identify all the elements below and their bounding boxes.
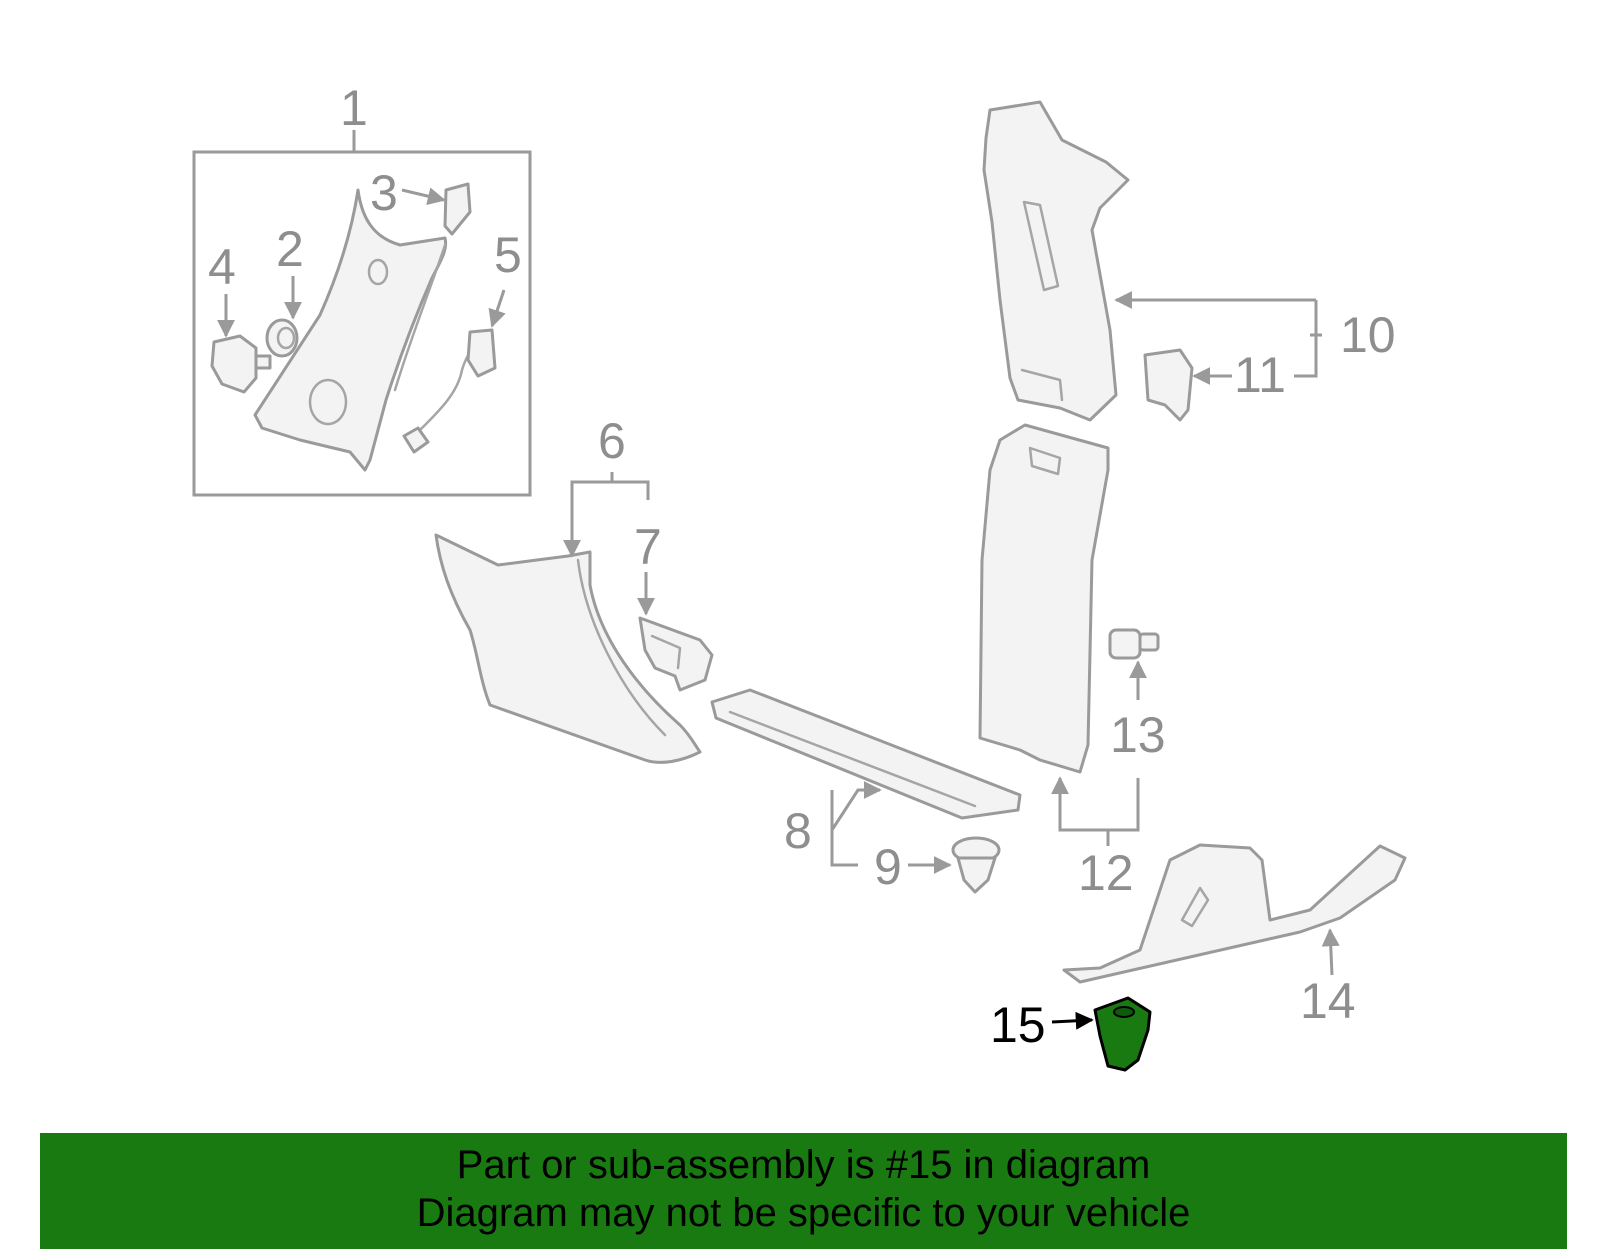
part-4-cap (210, 334, 258, 394)
assembly-1-box (192, 150, 532, 497)
info-banner: Part or sub-assembly is #15 in diagram D… (40, 1133, 1567, 1249)
part-9-push-pin (951, 836, 1001, 894)
callout-2: 2 (276, 221, 304, 277)
callout-4: 4 (208, 239, 236, 295)
leader-lines (217, 187, 1340, 1030)
callout-6: 6 (598, 413, 626, 469)
part-11-clip (1143, 348, 1194, 422)
callout-15: 15 (990, 997, 1046, 1053)
callout-5: 5 (494, 227, 522, 283)
part-2-grommet (265, 318, 299, 358)
part-7-clip (638, 616, 714, 692)
callout-14: 14 (1300, 973, 1356, 1029)
banner-line-2: Diagram may not be specific to your vehi… (416, 1191, 1191, 1235)
parts-diagram: 1 2 3 4 5 6 7 8 9 10 11 12 13 14 15 (192, 80, 1407, 1072)
part-3-clip (443, 182, 472, 236)
callout-3: 3 (370, 165, 398, 221)
callout-11: 11 (1234, 347, 1286, 403)
callout-8: 8 (784, 803, 812, 859)
callout-1: 1 (340, 80, 368, 136)
lower-pillar-trim-panel (253, 188, 448, 472)
part-8-sill-plate (710, 688, 1022, 820)
part-10-upper-pillar-trim (982, 100, 1130, 422)
callout-13: 13 (1110, 707, 1166, 763)
banner-line-1: Part or sub-assembly is #15 in diagram (456, 1143, 1151, 1187)
callout-10: 10 (1340, 307, 1396, 363)
part-13-stud (1108, 628, 1160, 660)
part-12-lower-pillar-trim (978, 423, 1110, 774)
callout-12: 12 (1078, 845, 1134, 901)
callout-7: 7 (634, 519, 662, 575)
part-14-scuff-panel (1062, 843, 1407, 984)
part-15-retainer-nut (1093, 996, 1152, 1072)
assembly-1-group (192, 130, 532, 497)
part-6-kick-panel (434, 533, 702, 764)
callout-9: 9 (874, 839, 902, 895)
